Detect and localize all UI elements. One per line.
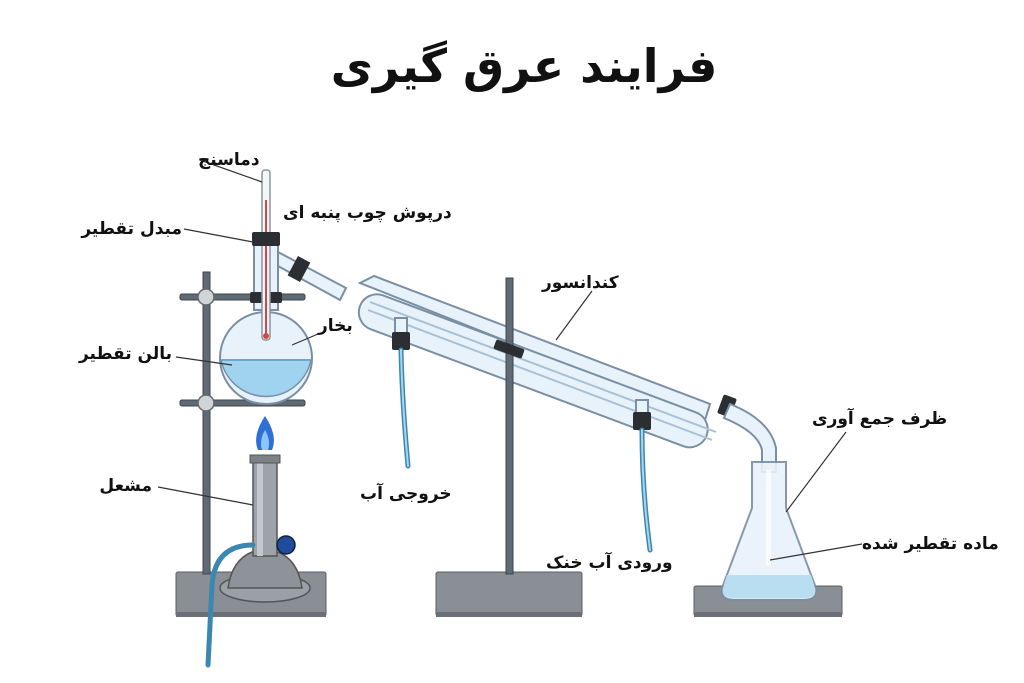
label-thermometer: دماسنج: [198, 150, 260, 170]
water-inlet-hose: [639, 427, 653, 553]
label-cork-stopper: درپوش چوب پنبه ای: [283, 203, 452, 223]
label-distillation-flask: بالن تقطیر: [78, 344, 172, 364]
condenser: [357, 274, 737, 449]
label-collection-vessel: ظرف جمع آوری: [812, 407, 947, 429]
label-distillation-adapter: مبدل تقطیر: [80, 219, 182, 239]
cork-stopper: [252, 232, 280, 246]
thermometer: [261, 169, 271, 341]
water-outlet-hose: [398, 347, 411, 469]
burner: [205, 454, 311, 668]
label-vapor: بخار: [317, 316, 353, 336]
middle-stand: [435, 277, 583, 617]
collection-vessel: [720, 461, 818, 601]
leader-lines: [157, 159, 863, 561]
label-burner: مشعل: [99, 476, 152, 496]
distillation-adapter: [277, 250, 348, 302]
flame: [256, 416, 274, 450]
label-distillate: ماده تقطیر شده: [862, 534, 999, 554]
diagram-title: فرایند عرق گیری: [331, 39, 718, 93]
label-cold-water-inlet: ورودی آب خنک: [546, 551, 673, 573]
label-water-outlet: خروجی آب: [360, 482, 452, 504]
label-condenser: کندانسور: [541, 273, 619, 293]
